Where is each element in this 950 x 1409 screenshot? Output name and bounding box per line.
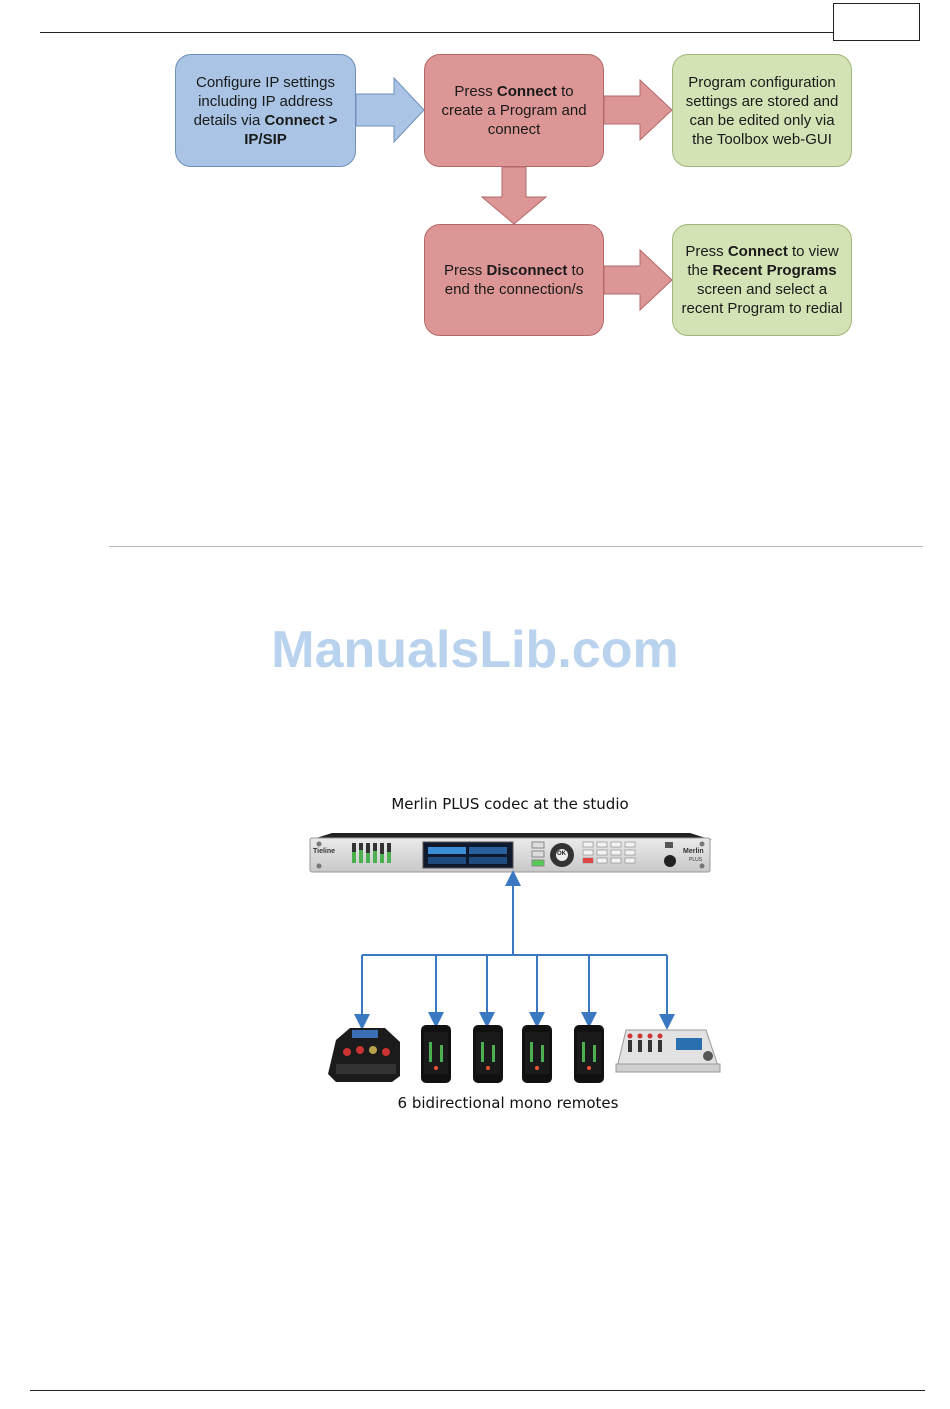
smartphone-remote-2 [473, 1025, 503, 1083]
merlin-plus-codec [309, 833, 712, 873]
flow-box-recent-post: screen and select a recent Program to re… [681, 281, 843, 317]
flow-box-recent-mid: to view the [687, 243, 839, 279]
flow-box-press-disconnect-pre: Press [443, 262, 487, 279]
flow-box-recent-bold2: Recent Programs [712, 262, 837, 279]
codec-lcd-screen [422, 841, 514, 869]
flow-box-press-disconnect-bold: Disconnect [486, 262, 568, 279]
footer-rule [30, 1390, 925, 1391]
codec-brand-label: Tieline [313, 848, 336, 855]
flow-box-recent-pre: Press [685, 243, 728, 260]
header-rule [40, 32, 833, 33]
flow-box-configure-ip: Configure IP settings including IP addre… [175, 54, 356, 167]
codec-model-sub-label: PLUS [689, 857, 703, 863]
arrow-connect-to-config [603, 78, 673, 142]
smartphone-remote-1 [421, 1025, 451, 1083]
smartphone-remote-4 [574, 1025, 604, 1083]
flow-box-configure-ip-text: Configure IP settings including IP addre… [193, 73, 335, 129]
flowchart-arrows [355, 76, 673, 312]
arrow-disconnect-to-recent [603, 248, 673, 312]
arrow-connect-to-disconnect [480, 166, 548, 225]
flow-box-recent-bold1: Connect [727, 243, 788, 260]
flow-box-program-config-text: Program configuration settings are store… [685, 73, 839, 148]
flow-box-press-connect: Press Connect to create a Program and co… [424, 54, 604, 167]
desktop-codec-remote [615, 1029, 721, 1073]
level-meters-icon [352, 843, 391, 863]
section-divider [109, 546, 923, 547]
smartphone-remote-3 [522, 1025, 552, 1083]
flow-box-program-config: Program configuration settings are store… [672, 54, 852, 167]
page-number-box [833, 3, 920, 41]
watermark-text: ManualsLib.com [271, 621, 679, 679]
flow-box-press-connect-pre: Press [454, 83, 497, 100]
flow-box-press-disconnect-post: to end the connection/s [444, 262, 585, 298]
codec-ok-label: OK [557, 851, 566, 857]
connection-lines [354, 870, 675, 1030]
flow-box-press-connect-bold: Connect [496, 83, 557, 100]
arrow-configure-to-connect [355, 76, 425, 144]
flow-box-press-connect-post: to create a Program and connect [441, 83, 587, 138]
flow-box-recent-programs: Press Connect to view the Recent Program… [672, 224, 852, 336]
flow-box-configure-ip-bold: Connect > IP/SIP [244, 111, 338, 148]
portable-codec-remote [328, 1028, 400, 1082]
volume-knob-icon [664, 855, 676, 867]
diagram-top-caption: Merlin PLUS codec at the studio [391, 795, 629, 813]
diagram-bottom-caption: 6 bidirectional mono remotes [397, 1094, 619, 1112]
codec-model-label: Merlin [683, 848, 704, 855]
flow-box-press-disconnect: Press Disconnect to end the connection/s [424, 224, 604, 336]
